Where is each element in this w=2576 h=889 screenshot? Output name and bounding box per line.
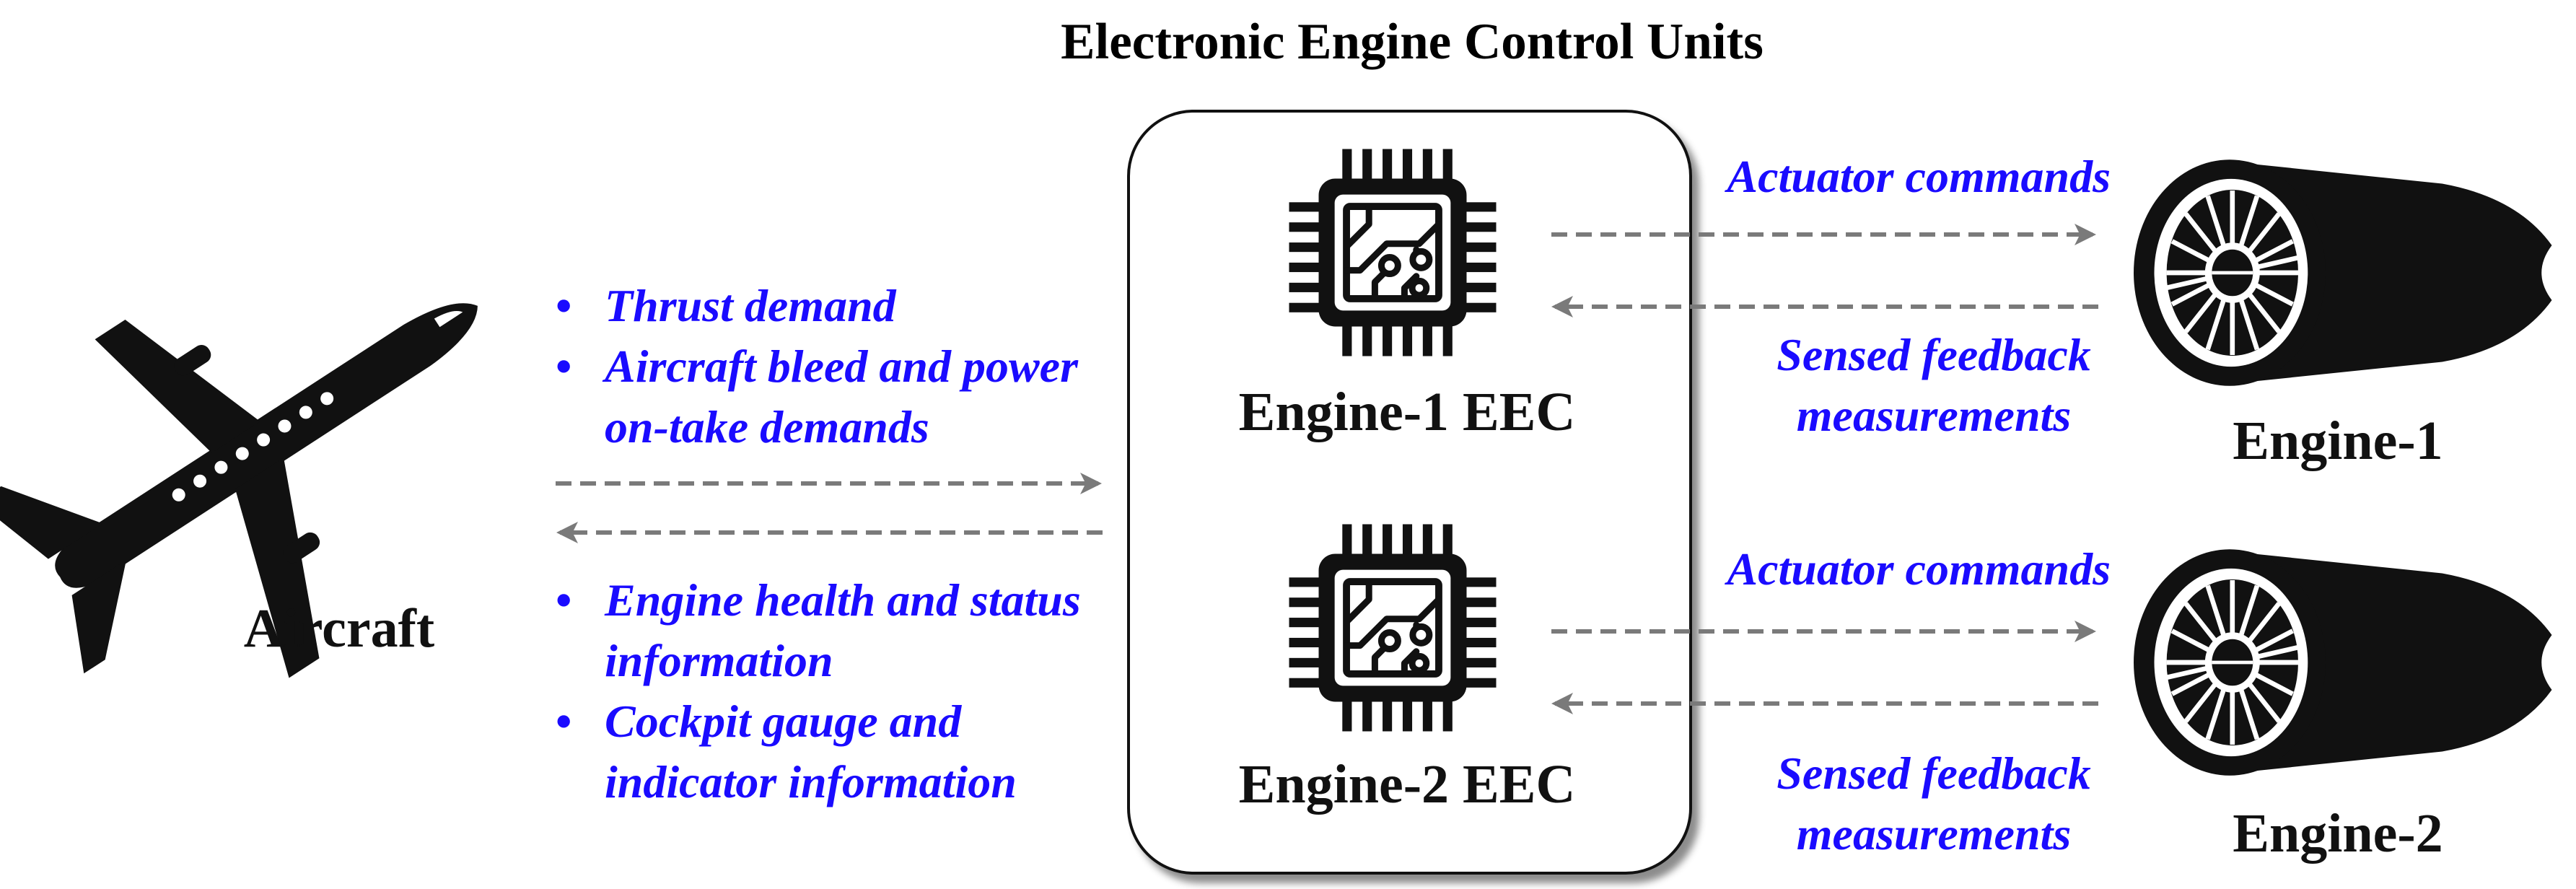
list-item: Cockpit gauge and indicator information bbox=[556, 691, 1081, 813]
sensed-feedback-label-1: Sensed feedback measurements bbox=[1777, 329, 2091, 441]
airplane-icon bbox=[0, 303, 478, 678]
ecu-2-label: Engine-2 EEC bbox=[1238, 754, 1576, 815]
actuator-commands-label-1: Actuator commands bbox=[1727, 151, 2111, 202]
jet-engine-icon bbox=[2134, 549, 2552, 776]
ecu-1-label: Engine-1 EEC bbox=[1238, 382, 1576, 442]
sensed-feedback-label-2: Sensed feedback measurements bbox=[1777, 748, 2091, 859]
engine-2-label: Engine-2 bbox=[2233, 803, 2443, 864]
list-item: Engine health and status information bbox=[556, 570, 1081, 691]
actuator-commands-label-2: Actuator commands bbox=[1727, 543, 2111, 595]
list-item: Aircraft bleed and power on-take demands bbox=[556, 336, 1078, 457]
aircraft-demand-list: Thrust demand Aircraft bleed and power o… bbox=[556, 276, 1078, 457]
diagram-title: Electronic Engine Control Units bbox=[1061, 14, 1764, 70]
jet-engine-icon bbox=[2134, 159, 2552, 386]
aircraft-label: Aircraft bbox=[243, 598, 435, 659]
chip-icon bbox=[1289, 149, 1497, 356]
engine-1-label: Engine-1 bbox=[2233, 411, 2443, 471]
chip-icon bbox=[1289, 525, 1497, 732]
engine-info-list: Engine health and status information Coc… bbox=[556, 570, 1081, 813]
list-item: Thrust demand bbox=[556, 276, 1078, 336]
